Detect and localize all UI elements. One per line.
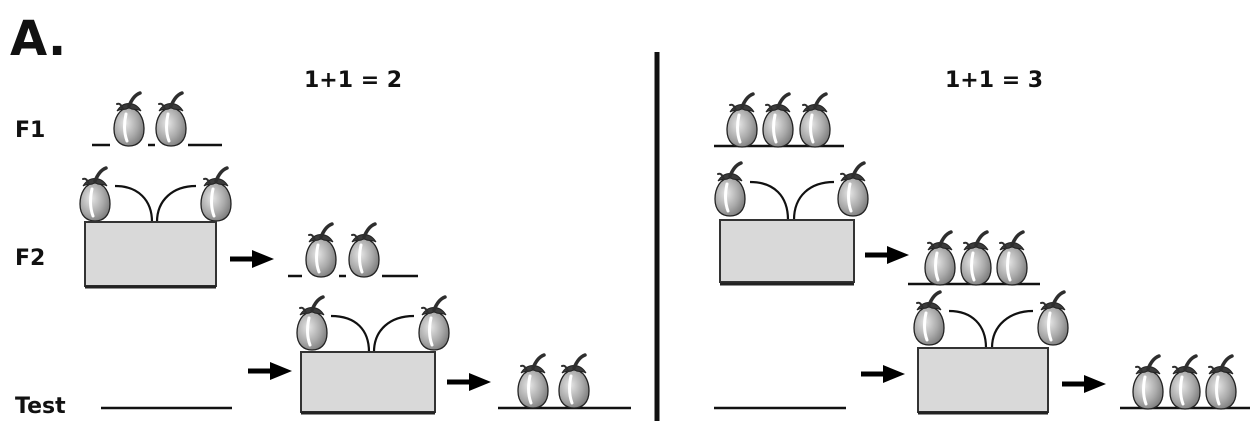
right-test-cross	[714, 290, 1250, 415]
cross-box	[300, 351, 436, 413]
fruit-icon	[304, 222, 338, 279]
fruit-icon	[798, 92, 832, 149]
fruit-icon	[912, 290, 946, 347]
fruit-icon	[199, 166, 233, 223]
fruit-icon	[995, 230, 1029, 287]
fruit-icon	[713, 161, 747, 218]
fruit-icon	[1036, 290, 1070, 347]
fruit-icon	[112, 91, 146, 148]
row-label-f1: F1	[15, 118, 45, 143]
arrow-icon	[248, 362, 292, 380]
fruit-icon	[417, 295, 451, 352]
panel-label: A.	[10, 11, 66, 67]
cross-box	[917, 347, 1049, 413]
cross-box	[84, 221, 217, 287]
arrow-icon	[861, 365, 905, 383]
fruit-icon	[557, 353, 591, 410]
fruit-icon	[295, 295, 329, 352]
fruit-icon	[959, 230, 993, 287]
arrow-icon	[447, 373, 491, 391]
right-f2-cross	[713, 161, 1040, 287]
left-equation: 1+1 = 2	[304, 68, 402, 93]
left-panel	[78, 91, 631, 415]
row-label-f2: F2	[15, 246, 45, 271]
left-f1-genotype	[92, 91, 222, 148]
arrow-icon	[230, 250, 274, 268]
left-test-cross	[101, 295, 631, 415]
fruit-icon	[1204, 354, 1238, 411]
right-panel	[713, 92, 1250, 415]
fruit-icon	[1168, 354, 1202, 411]
arrow-icon	[1062, 375, 1106, 393]
fruit-icon	[347, 222, 381, 279]
fruit-icon	[836, 161, 870, 218]
left-f2-cross	[78, 166, 418, 289]
fruit-icon	[761, 92, 795, 149]
arrow-icon	[865, 246, 909, 264]
fruit-icon	[516, 353, 550, 410]
cross-box	[719, 219, 855, 283]
right-equation: 1+1 = 3	[945, 68, 1043, 93]
row-label-test: Test	[15, 394, 66, 419]
fruit-icon	[78, 166, 112, 223]
fruit-icon	[1131, 354, 1165, 411]
fruit-icon	[725, 92, 759, 149]
fruit-icon	[154, 91, 188, 148]
fruit-icon	[923, 230, 957, 287]
right-f1-genotype	[714, 92, 844, 149]
